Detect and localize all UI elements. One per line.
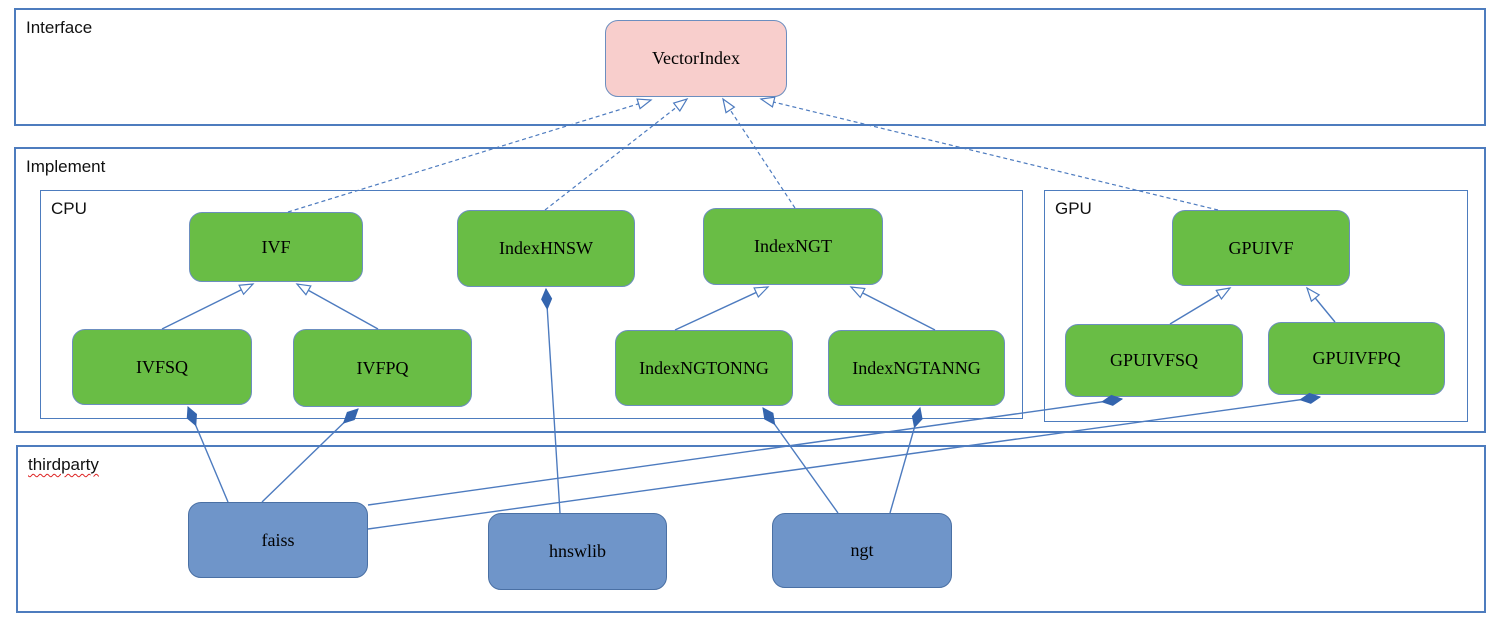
node-ivf[interactable]: IVF xyxy=(189,212,363,282)
node-gpuivfpq[interactable]: GPUIVFPQ xyxy=(1268,322,1445,395)
node-indexngtanng-label: IndexNGTANNG xyxy=(852,357,981,378)
node-ivfpq[interactable]: IVFPQ xyxy=(293,329,472,407)
node-vectorindex[interactable]: VectorIndex xyxy=(605,20,787,97)
node-faiss[interactable]: faiss xyxy=(188,502,368,578)
node-indexngt-label: IndexNGT xyxy=(754,236,832,256)
node-hnswlib[interactable]: hnswlib xyxy=(488,513,667,590)
node-indexhnsw-label: IndexHNSW xyxy=(499,238,593,258)
container-interface-label: Interface xyxy=(26,18,93,37)
node-indexngtonng-label: IndexNGTONNG xyxy=(639,357,769,378)
node-ivfsq-label: IVFSQ xyxy=(135,356,188,377)
container-gpu-label: GPU xyxy=(1055,199,1092,218)
node-ngt-label: ngt xyxy=(850,540,874,560)
node-ivf-label: IVF xyxy=(261,236,291,257)
container-cpu-label: CPU xyxy=(51,199,87,218)
node-indexhnsw[interactable]: IndexHNSW xyxy=(457,210,635,287)
node-ivfsq[interactable]: IVFSQ xyxy=(72,329,252,405)
container-implement-label: Implement xyxy=(26,157,106,176)
node-vectorindex-label: VectorIndex xyxy=(652,48,740,68)
node-indexngtonng[interactable]: IndexNGTONNG xyxy=(615,330,793,406)
node-ivfpq-label: IVFPQ xyxy=(356,357,409,378)
node-gpuivfsq-label: GPUIVFSQ xyxy=(1109,350,1199,370)
node-indexngt[interactable]: IndexNGT xyxy=(703,208,883,285)
node-faiss-label: faiss xyxy=(261,529,295,550)
container-thirdparty-label: thirdparty xyxy=(28,455,99,474)
node-ngt[interactable]: ngt xyxy=(772,513,952,588)
node-indexngtanng[interactable]: IndexNGTANNG xyxy=(828,330,1005,406)
node-gpuivfpq-label: GPUIVFPQ xyxy=(1312,348,1401,368)
node-gpuivfsq[interactable]: GPUIVFSQ xyxy=(1065,324,1243,397)
node-gpuivf-label: GPUIVF xyxy=(1228,237,1294,258)
node-gpuivf[interactable]: GPUIVF xyxy=(1172,210,1350,286)
node-hnswlib-label: hnswlib xyxy=(548,541,606,561)
